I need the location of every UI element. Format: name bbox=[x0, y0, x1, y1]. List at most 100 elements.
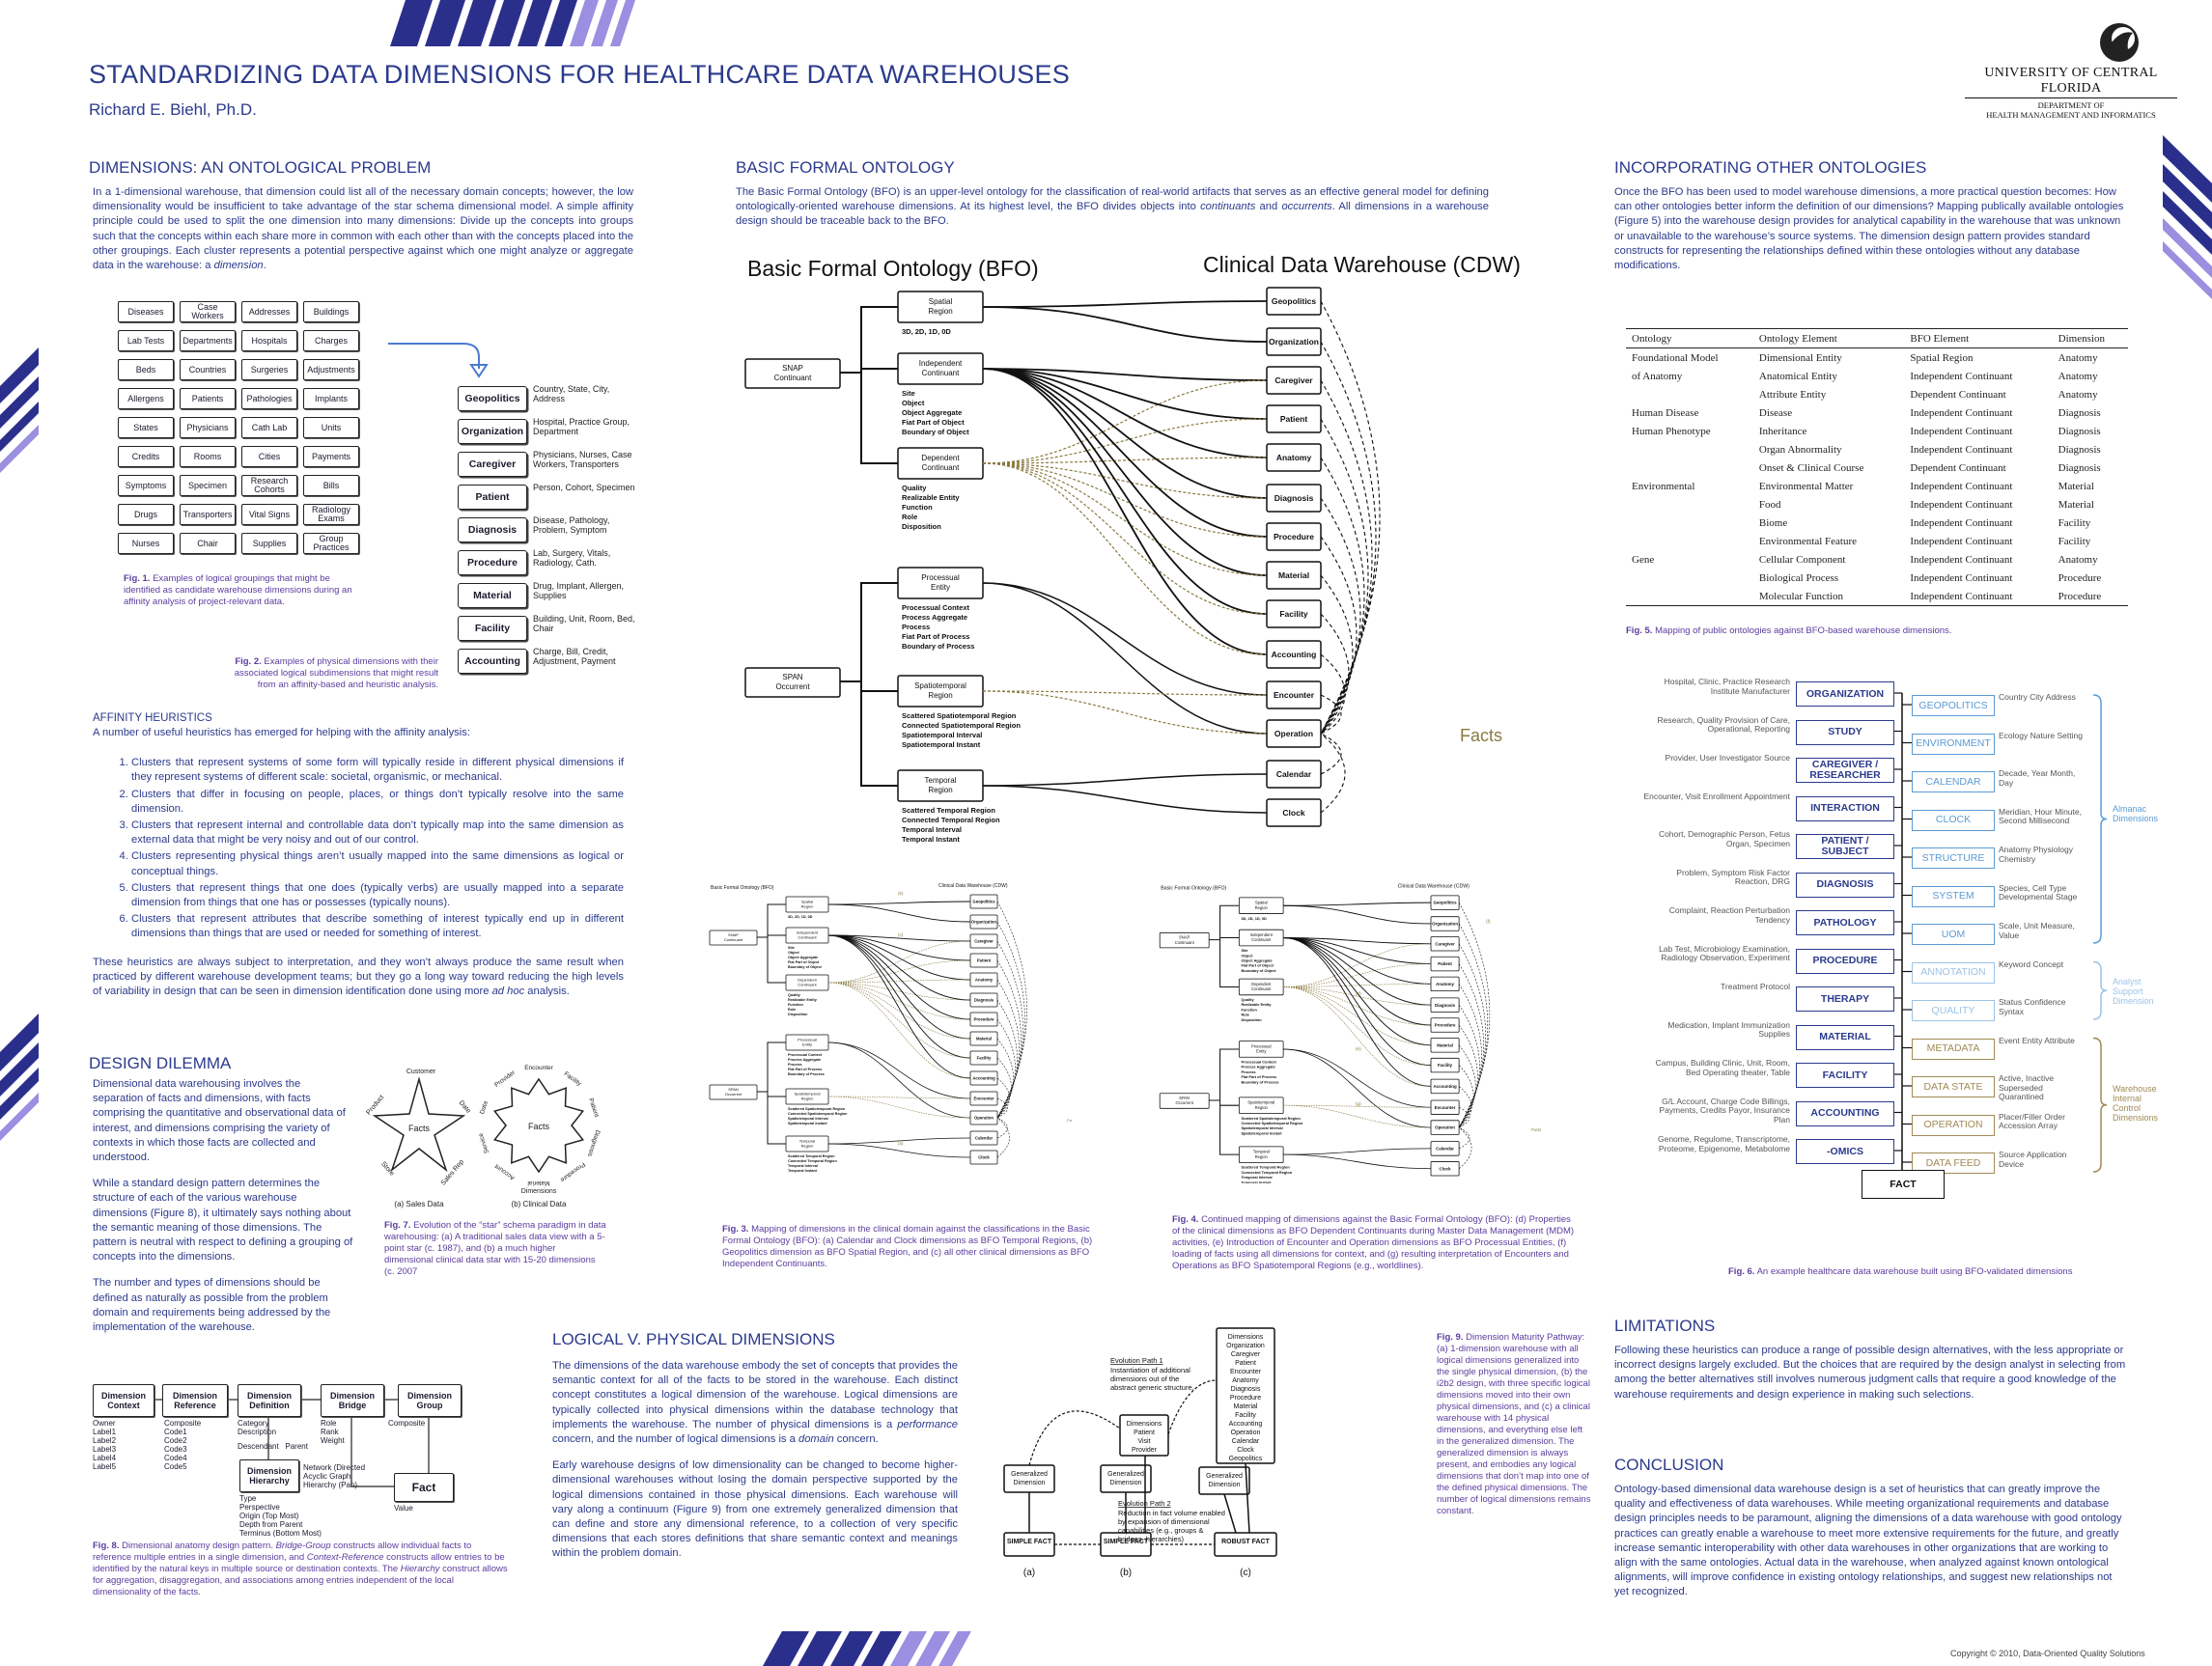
cdw-node-box bbox=[1266, 680, 1322, 709]
table-cell: Diagnosis bbox=[2058, 461, 2101, 474]
bfo-root-label: Occurrent bbox=[1176, 1100, 1194, 1105]
table-cell: Organ Abnormality bbox=[1758, 443, 1842, 456]
fig7-caption: Fig. 7. Evolution of the “star” schema p… bbox=[384, 1220, 606, 1277]
cdw-node-label: Calendar bbox=[975, 1136, 994, 1141]
mapping-curve bbox=[1283, 1148, 1432, 1155]
bfo-sub-label: Boundary of Object bbox=[902, 428, 969, 436]
mapping-curve bbox=[982, 582, 1268, 696]
anatomy-attr: Depth from Parent bbox=[239, 1520, 303, 1529]
bfo-sub-label: Processual Context bbox=[788, 1053, 823, 1057]
maturity-box-label: Patient bbox=[1134, 1430, 1155, 1436]
cdw-node-box bbox=[969, 933, 998, 949]
warehouse-dim-desc: G/L Account, Charge Code Billings, Payme… bbox=[1659, 1096, 1790, 1125]
maturity-box-label: Dimension bbox=[1013, 1480, 1045, 1486]
bfo-sub-label: Boundary of Object bbox=[1241, 968, 1276, 973]
cdw-node-label: Geopolitics bbox=[1272, 296, 1317, 306]
mapping-curve-dashed bbox=[982, 690, 1268, 696]
bfo-root-label: Continuant bbox=[724, 937, 743, 942]
cdw-node-label: Diagnosis bbox=[974, 998, 994, 1003]
bfo-sub-label: Temporal Interval bbox=[1241, 1175, 1272, 1180]
cdw-node-label: Accounting bbox=[972, 1076, 995, 1081]
bfo-sub-label: Temporal Interval bbox=[788, 1164, 818, 1168]
cdw-node-box bbox=[1430, 1099, 1460, 1115]
bfo-sub-label: Scattered Temporal Region bbox=[1241, 1165, 1290, 1170]
bfo-sub-label: Process bbox=[788, 1063, 802, 1067]
para-bfo: The Basic Formal Ontology (BFO) is an up… bbox=[736, 186, 1489, 228]
cdw-node-box bbox=[1266, 327, 1322, 356]
anatomy-attr: Terminus (Bottom Most) bbox=[239, 1529, 322, 1538]
bfo-connector bbox=[1209, 1048, 1240, 1155]
bfo-root-label: SNAP bbox=[728, 932, 739, 937]
mapping-curve bbox=[982, 368, 1268, 576]
heading-affinity: AFFINITY HEURISTICS bbox=[93, 712, 212, 724]
mapping-curve bbox=[1283, 937, 1432, 1067]
fact-arc bbox=[1320, 733, 1346, 814]
dimension-box: Geopolitics bbox=[458, 386, 527, 411]
analyst-brace bbox=[2092, 960, 2108, 1020]
bfo-node-label: Processual bbox=[798, 1038, 817, 1042]
bfo-node-label: Dependent bbox=[798, 978, 817, 983]
cdw-node-box bbox=[1266, 484, 1322, 513]
bfo-node-label: Spatiotemporal bbox=[914, 681, 966, 690]
mapping-curve bbox=[827, 934, 971, 1059]
mapping-curve bbox=[982, 368, 1268, 615]
warehouse-dim-desc: Scale, Unit Measure, Value bbox=[1999, 921, 2075, 940]
bfo-sub-label: Fiat Part of Object bbox=[788, 960, 820, 964]
cdw-node-label: Diagnosis bbox=[1435, 1003, 1456, 1008]
concept-box: Countries bbox=[180, 359, 236, 380]
bfo-mapping-fig4-diagram: Basic Formal Ontology (BFO)Clinical Data… bbox=[1159, 884, 1541, 1183]
anatomy-box: Dimension Group bbox=[398, 1384, 462, 1417]
fact-box: FACT bbox=[1862, 1170, 1945, 1199]
bfo-node-box bbox=[1238, 1097, 1284, 1114]
mapping-curve bbox=[827, 1041, 971, 1119]
dimension-box: Diagnosis bbox=[458, 517, 527, 542]
bfo-sub-label: Function bbox=[788, 1003, 804, 1007]
mapping-curve-dashed bbox=[1283, 963, 1432, 987]
maturity-box bbox=[1119, 1414, 1169, 1457]
cdw-node-label: Patient bbox=[1280, 414, 1308, 424]
para-affinity: A number of useful heuristics has emerge… bbox=[93, 726, 624, 1011]
cdw-node-label: Caregiver bbox=[1435, 941, 1455, 946]
cdw-node-box bbox=[1430, 916, 1460, 931]
bfo-diagram-group: Basic Formal Ontology (BFO)Clinical Data… bbox=[1159, 884, 1541, 1183]
cdw-node-box bbox=[969, 992, 998, 1008]
warehouse-dim-desc: Hospital, Clinic, Practice Research Inst… bbox=[1664, 677, 1790, 696]
fact-arc bbox=[1320, 418, 1369, 735]
mapping-curve bbox=[982, 773, 1268, 787]
fact-arc bbox=[996, 1117, 1010, 1158]
fig2-caption: Fig. 2. Examples of physical dimensions … bbox=[234, 656, 438, 690]
concept-box: Units bbox=[303, 417, 359, 438]
evolution-path2-title: Evolution Path 2 bbox=[1118, 1499, 1171, 1508]
fact-arc bbox=[996, 901, 1027, 1119]
table-cell: Diagnosis bbox=[2058, 425, 2101, 437]
bfo-sub-label: Scattered Spatiotemporal Region bbox=[1241, 1116, 1301, 1121]
warehouse-dim-desc: Provider, User Investigator Source bbox=[1665, 753, 1790, 763]
fig-letter: (a) bbox=[898, 1141, 904, 1146]
star-label: Date bbox=[458, 1099, 472, 1115]
bfo-sub-label: Object Aggregate bbox=[1241, 958, 1273, 962]
bfo-sub-label: Connected Temporal Region bbox=[902, 816, 1000, 824]
fact-arc bbox=[996, 1097, 1008, 1119]
table-cell: Environmental bbox=[1632, 480, 1695, 492]
fact-arc bbox=[1458, 963, 1484, 1128]
evolution-arrow bbox=[1167, 1379, 1218, 1435]
warehouse-dim-box: OPERATION bbox=[1912, 1114, 1995, 1136]
cdw-node-label: Accounting bbox=[1272, 650, 1317, 659]
bfo-sub-label: Fiat Part of Process bbox=[902, 632, 969, 641]
maturity-box-label: Patient bbox=[1235, 1360, 1256, 1367]
bfo-sub-label: Quality bbox=[788, 993, 801, 997]
table-cell: Spatial Region bbox=[1910, 351, 1974, 364]
warehouse-dim-desc: Country City Address bbox=[1999, 692, 2076, 702]
mapping-curve-dashed bbox=[982, 462, 1268, 576]
warehouse-dim-box: ACCOUNTING bbox=[1796, 1100, 1894, 1126]
warehouse-dim-box: PROCEDURE bbox=[1796, 948, 1894, 974]
mapping-curve-dashed bbox=[982, 462, 1268, 615]
maturity-box-label: Dimension bbox=[1208, 1482, 1240, 1488]
concept-box: Nurses bbox=[118, 533, 174, 554]
warehouse-dim-box: ANNOTATION bbox=[1912, 961, 1995, 984]
table-cell: Human Phenotype bbox=[1632, 425, 1711, 437]
table-cell bbox=[1626, 514, 1753, 532]
mapping-curve-dashed bbox=[982, 690, 1268, 735]
